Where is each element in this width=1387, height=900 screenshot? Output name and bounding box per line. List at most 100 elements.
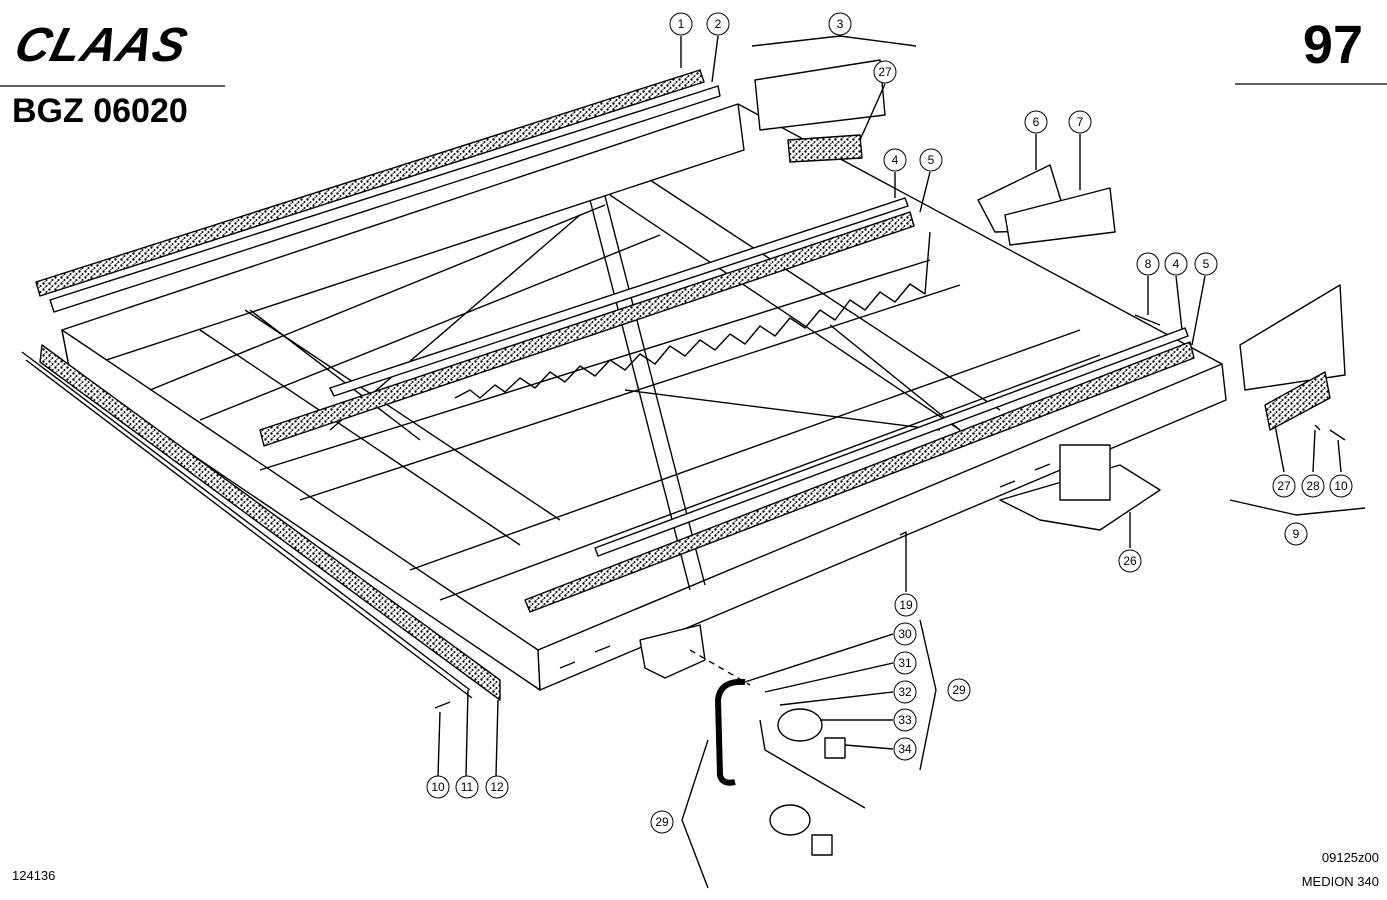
callout-32: 32 (898, 685, 912, 699)
callout-33: 33 (898, 713, 912, 727)
middle-serrated-blade (454, 231, 931, 399)
flange-upper (777, 708, 823, 742)
callout-9: 9 (1293, 527, 1300, 541)
callout-12: 12 (490, 780, 504, 794)
mounting-bracket (1059, 444, 1111, 501)
callout-4a: 4 (892, 153, 899, 167)
middle-gravel-strip (259, 211, 915, 447)
strut-3 (609, 194, 961, 431)
cross-member-2 (199, 234, 661, 421)
page-number: 97 (1302, 15, 1363, 75)
top-pad-plate (787, 134, 863, 163)
bolt-8 (1134, 314, 1161, 326)
leader-31 (764, 662, 894, 693)
left-rail (21, 351, 471, 691)
callouts: 1 2 3 27 4 5 6 7 8 4 5 27 28 10 9 26 19 … (426, 12, 1353, 834)
flange-lower (769, 804, 811, 836)
cross-member-3 (259, 259, 931, 471)
leader-27a (859, 83, 886, 141)
callout-10b: 10 (431, 780, 445, 794)
cross-member-4 (299, 284, 961, 501)
right-serrated-plate (1239, 284, 1346, 391)
strut-2 (244, 309, 561, 521)
leader-30 (744, 633, 894, 683)
rear-beam (61, 103, 745, 373)
bolt-10-right (1329, 429, 1346, 441)
machine-name: MEDION 340 (1301, 874, 1379, 889)
callout-29a: 29 (952, 683, 966, 697)
callout-10a: 10 (1334, 479, 1348, 493)
bracket-29a (919, 619, 937, 771)
callout-29b: 29 (655, 815, 669, 829)
right-pad-plate (1264, 371, 1331, 431)
callout-3: 3 (837, 17, 844, 31)
top-rail (49, 85, 721, 313)
bolt-front-3 (999, 480, 1016, 488)
callout-19: 19 (899, 598, 913, 612)
leader-27b (1274, 424, 1285, 473)
bolt-front-4 (1034, 463, 1051, 471)
callout-34: 34 (898, 742, 912, 756)
leader-5a (919, 171, 931, 213)
bolt-front-1 (559, 661, 576, 669)
callout-5b: 5 (1203, 257, 1210, 271)
damper-lower (811, 834, 833, 856)
image-number: 124136 (12, 868, 56, 883)
callout-6: 6 (1033, 115, 1040, 129)
bracket-3 (751, 35, 917, 47)
strut-4 (649, 179, 1001, 411)
leader-10a (1337, 439, 1342, 473)
callout-5a: 5 (928, 153, 935, 167)
leader-2 (711, 35, 719, 83)
bracket-29b (681, 739, 709, 889)
callout-27a: 27 (878, 65, 892, 79)
front-rail (594, 327, 1189, 557)
leader-5b (1191, 275, 1206, 346)
bolt-10-left (434, 701, 451, 709)
front-beam (537, 363, 1227, 691)
callout-8: 8 (1145, 257, 1152, 271)
diagonal-4 (829, 324, 961, 431)
leader-4b (1175, 275, 1183, 331)
callout-4b: 4 (1173, 257, 1180, 271)
left-rail-inner (25, 359, 473, 699)
serrated-plate-7 (1004, 187, 1116, 246)
callout-1: 1 (678, 17, 685, 31)
leader-28 (1312, 429, 1316, 473)
callout-30: 30 (898, 627, 912, 641)
bracket-9 (1229, 499, 1366, 516)
diagonal-3 (249, 309, 421, 441)
leader-34 (844, 744, 894, 750)
callout-27b: 27 (1277, 479, 1291, 493)
left-gravel-strip (39, 344, 501, 701)
middle-rail (329, 197, 909, 397)
frame-drawing (21, 35, 1366, 889)
hose-upper (715, 678, 746, 786)
callout-26: 26 (1123, 554, 1137, 568)
leader-11 (465, 689, 469, 777)
top-gravel-strip (35, 69, 705, 297)
leader-32 (779, 691, 894, 706)
model-code: BGZ 06020 (12, 92, 188, 130)
corner-bracket (639, 624, 706, 679)
leader-12 (495, 699, 499, 777)
leader-19 (899, 531, 907, 592)
brace-a (624, 389, 941, 431)
bolt-front-2 (594, 645, 611, 653)
drawing-code: 09125z00 (1321, 850, 1379, 865)
corrugated-plate (754, 59, 886, 131)
leader-10b (437, 711, 441, 777)
bolt-28 (1314, 424, 1321, 431)
leader-group-29 (759, 719, 866, 809)
strut-1 (199, 329, 521, 546)
cross-member-6 (439, 354, 1101, 601)
callout-7: 7 (1077, 115, 1084, 129)
cross-member-1 (149, 204, 606, 391)
callout-31: 31 (898, 656, 912, 670)
callout-28: 28 (1306, 479, 1320, 493)
callout-2: 2 (715, 17, 722, 31)
cross-member-5 (409, 329, 1081, 571)
damper-upper (824, 737, 846, 759)
